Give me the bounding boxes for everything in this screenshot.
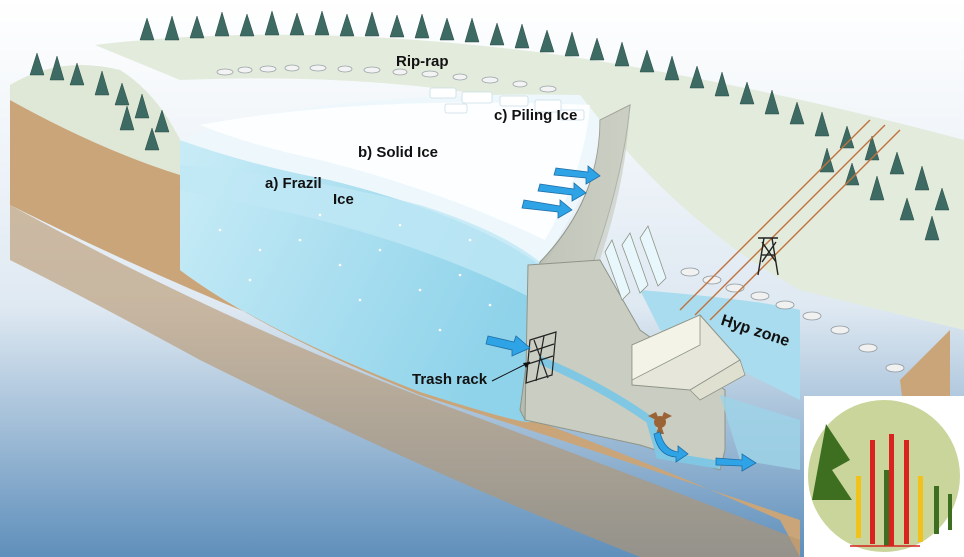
flow-arrow-icon: [537, 182, 587, 202]
transmission-tower-icon: [757, 237, 779, 276]
rip-rap-stones: [216, 64, 557, 93]
trash-rack-label: Trash rack: [412, 371, 488, 388]
frazil-specks: [218, 213, 492, 332]
powerhouse-step: [689, 359, 746, 401]
spillway-chutes: [604, 225, 667, 301]
solid-ice-label: b) Solid Ice: [358, 144, 439, 161]
left-bank-top: [10, 65, 185, 175]
trash-rack-pointer: [491, 361, 531, 382]
turbine-icon: [648, 412, 672, 434]
piling-ice-label: c) Piling Ice: [494, 107, 578, 124]
trash-rack-pointer-head: [523, 362, 530, 368]
flow-arrows: [485, 165, 757, 472]
tree-line: [29, 10, 950, 241]
trash-rack-icon: [525, 331, 557, 384]
frazil-label: a) Frazil: [265, 175, 322, 192]
tailrace-water: [720, 395, 800, 470]
rip-rap-label: Rip-rap: [396, 53, 449, 70]
frazil-zone: [180, 165, 540, 300]
flow-arrow-icon: [521, 199, 573, 219]
flow-arrow-icon: [553, 165, 601, 185]
flow-arrow-icon: [485, 335, 531, 357]
reservoir-water: [180, 140, 540, 423]
far-bank: [95, 34, 964, 330]
flow-arrow-icon: [653, 431, 689, 463]
power-lines: [679, 119, 901, 321]
downstream-rip-rap: [680, 267, 905, 373]
ground-bottom: [10, 205, 800, 557]
dam-body: [524, 259, 726, 471]
logo-inset: [804, 396, 964, 557]
powerhouse-roof: [631, 314, 701, 381]
penstock: [538, 356, 721, 469]
solid-ice-band: [200, 102, 590, 240]
frazil-ice-label: Ice: [333, 191, 354, 208]
flow-arrow-icon: [715, 453, 757, 472]
piling-ice-blocks: [429, 87, 585, 121]
